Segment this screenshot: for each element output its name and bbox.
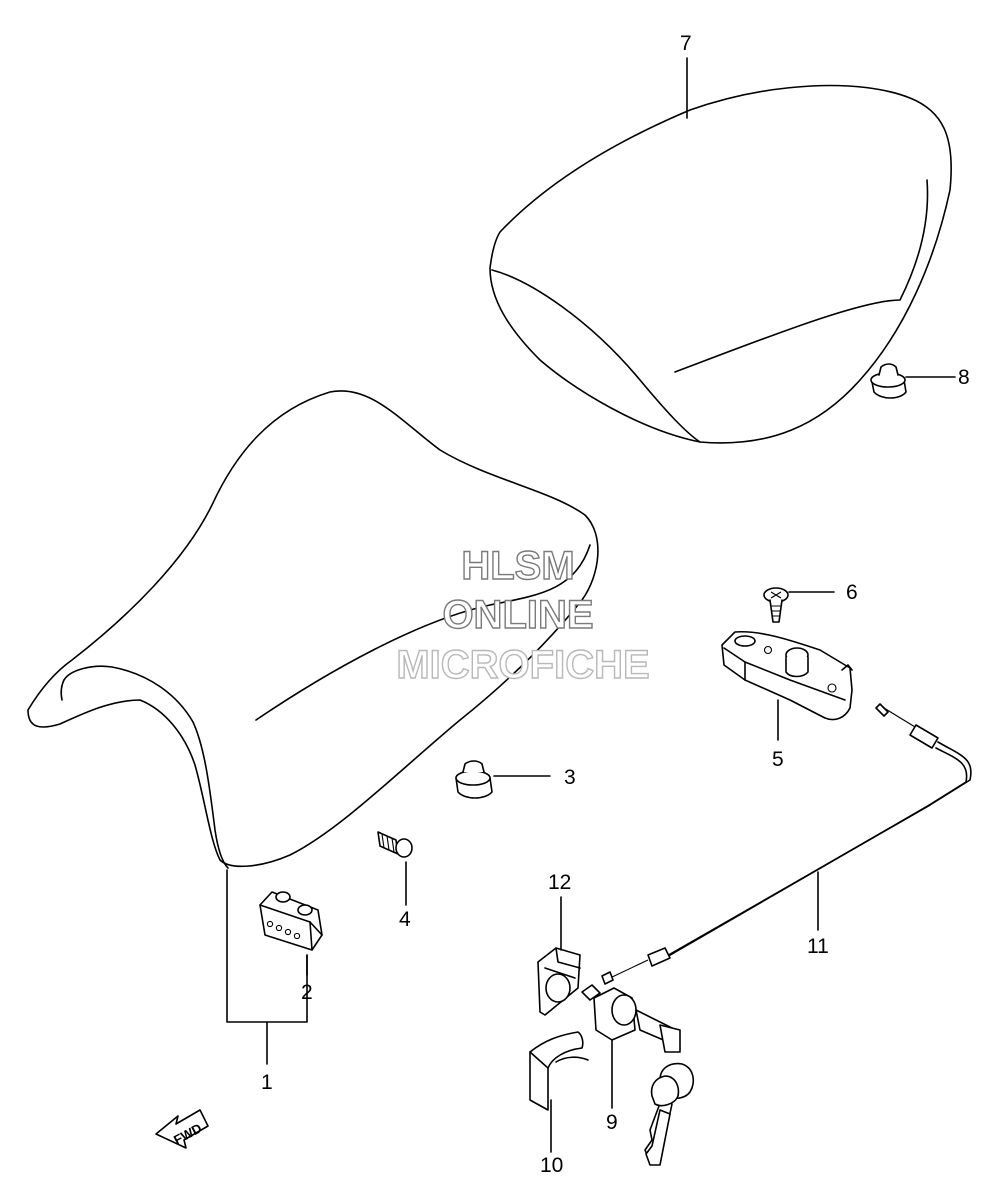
cushion-part-3[interactable] (455, 760, 551, 799)
callout-7[interactable]: 7 (680, 32, 692, 55)
lock-plate-part-12[interactable] (537, 896, 581, 1016)
callout-4[interactable]: 4 (399, 908, 411, 931)
callout-3[interactable]: 3 (564, 766, 576, 789)
watermark-line-2: ONLINE (442, 593, 593, 637)
lock-clip-part-10[interactable] (529, 1031, 589, 1153)
watermark-line-1: HLSM (461, 544, 574, 588)
callout-12[interactable]: 12 (548, 871, 571, 894)
cushion-part-8[interactable] (870, 363, 956, 399)
watermark: HLSM ONLINE MICROFICHE (396, 543, 651, 687)
seat-lock-part-9[interactable] (581, 984, 695, 1166)
watermark-line-3: MICROFICHE (396, 643, 649, 687)
callout-2[interactable]: 2 (301, 981, 313, 1004)
callout-11[interactable]: 11 (807, 935, 829, 958)
screw-part-4[interactable] (377, 831, 413, 906)
lock-bracket-part-5[interactable] (721, 630, 853, 741)
rear-seat-part-7[interactable] (489, 84, 952, 444)
callout-6[interactable]: 6 (846, 581, 858, 604)
callout-bracket-1 (226, 869, 308, 1023)
bracket-part-2[interactable] (259, 891, 323, 951)
callout-5[interactable]: 5 (772, 748, 784, 771)
front-seat-part-1[interactable] (27, 390, 599, 869)
seat-lock-cable-part-11[interactable] (601, 703, 972, 985)
screw-part-6[interactable] (763, 587, 835, 623)
fwd-arrow-icon: FWD (155, 1109, 209, 1149)
callout-9[interactable]: 9 (606, 1111, 618, 1134)
callout-1[interactable]: 1 (261, 1071, 273, 1094)
callout-10[interactable]: 10 (540, 1154, 563, 1177)
callout-8[interactable]: 8 (958, 366, 970, 389)
